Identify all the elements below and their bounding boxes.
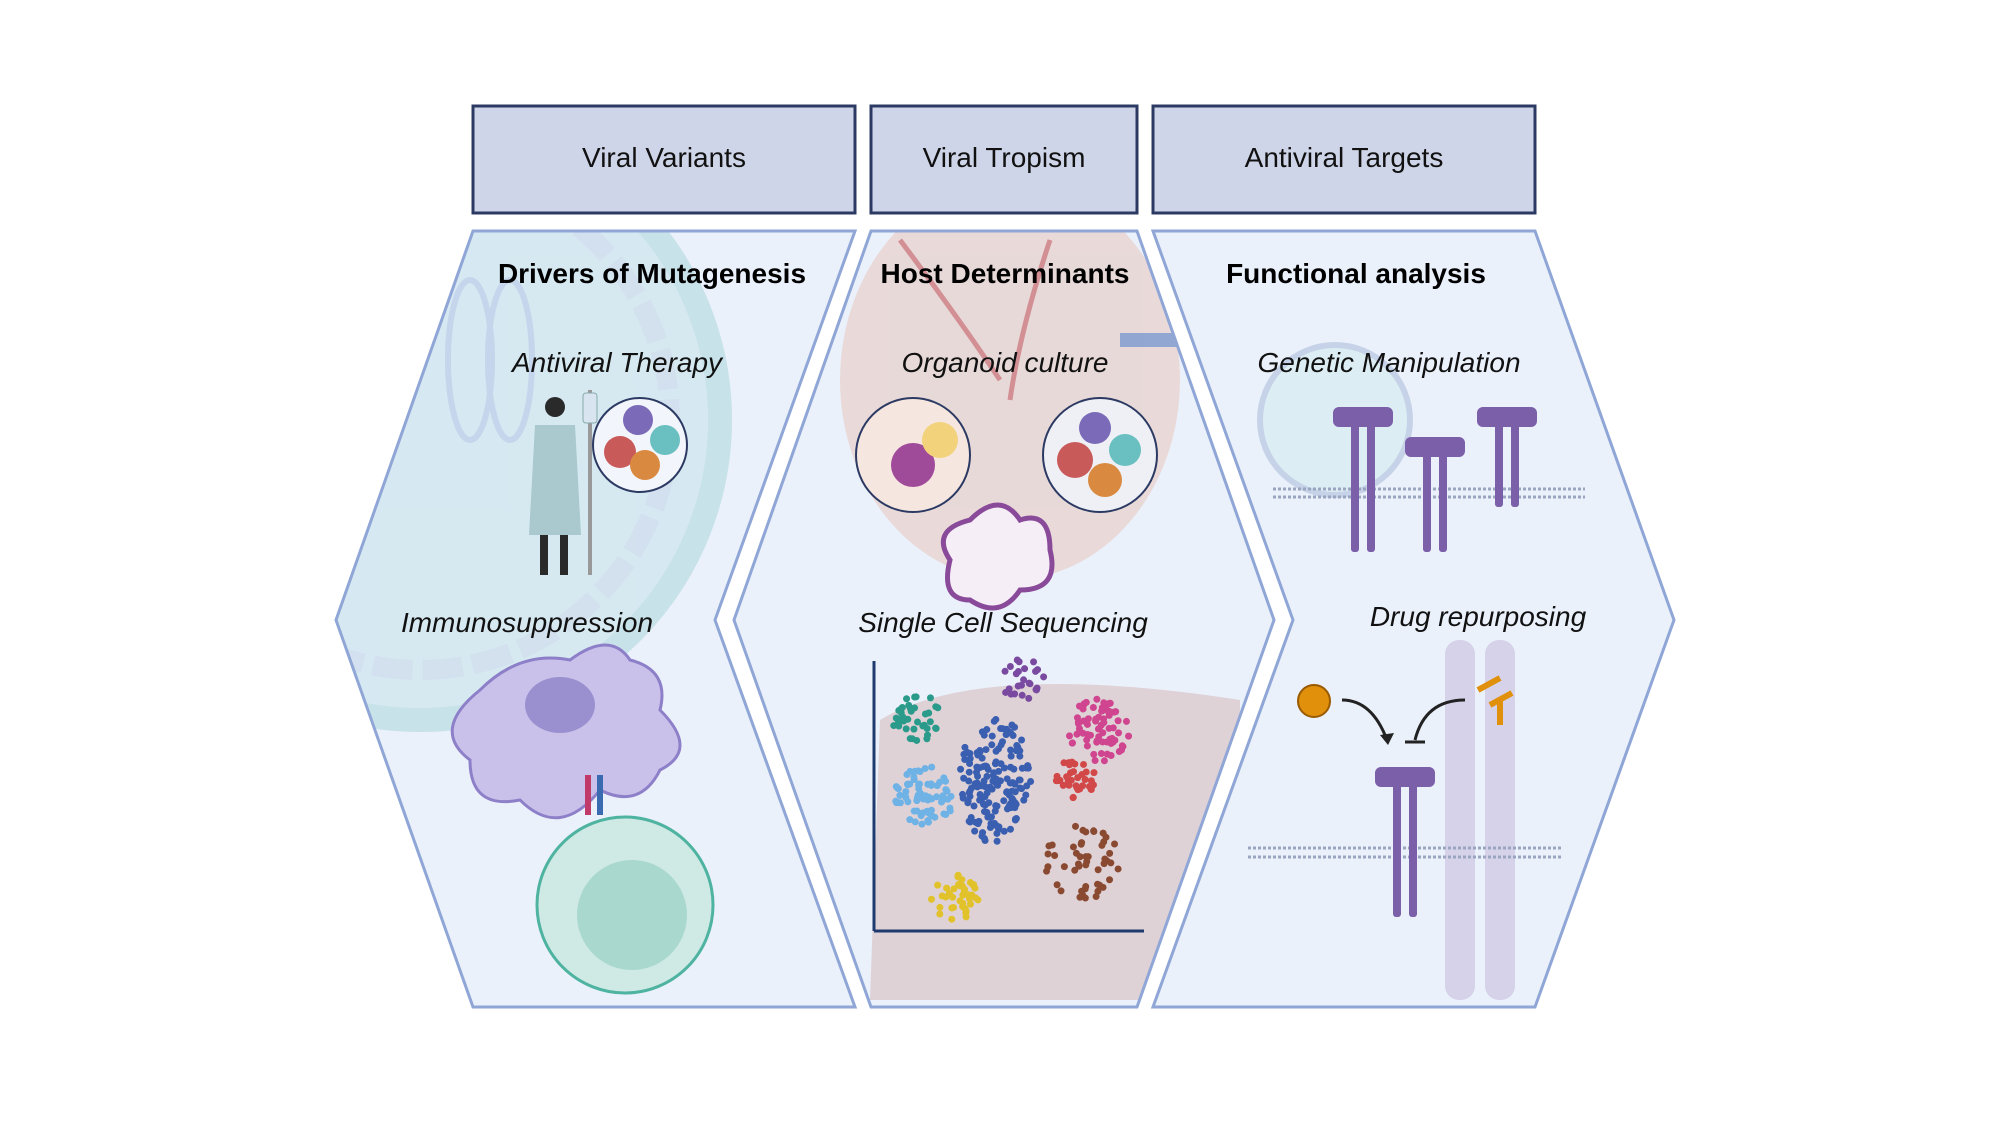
header-viral-tropism: Viral Tropism bbox=[869, 104, 1139, 215]
cell-cluster bbox=[892, 763, 955, 828]
cell-cluster bbox=[1052, 758, 1098, 802]
receptor-icon bbox=[1375, 767, 1435, 917]
drug-repurposing-illustration bbox=[1248, 640, 1562, 1000]
small-molecule-icon bbox=[1297, 684, 1331, 718]
receptor-icon bbox=[1405, 437, 1465, 552]
section-label: Single Cell Sequencing bbox=[858, 607, 1148, 638]
cell-cluster bbox=[957, 715, 1035, 845]
scatter-plot bbox=[872, 656, 1144, 933]
section-label: Organoid culture bbox=[901, 347, 1108, 378]
header-label: Antiviral Targets bbox=[1245, 142, 1444, 173]
membrane-receptors bbox=[1273, 407, 1585, 552]
receptor-icon bbox=[1477, 407, 1537, 507]
patient-iv-illustration bbox=[529, 390, 688, 575]
section-label: Genetic Manipulation bbox=[1257, 347, 1520, 378]
cell-cluster bbox=[927, 871, 982, 923]
panel-drivers-of-mutagenesis: Drivers of Mutagenesis Antiviral Therapy… bbox=[334, 229, 858, 1009]
header-viral-variants: Viral Variants bbox=[471, 104, 857, 215]
panel-title: Drivers of Mutagenesis bbox=[498, 258, 806, 289]
panel-functional-analysis: Functional analysis Genetic Manipulation… bbox=[1150, 229, 1676, 1009]
panel-title: Host Determinants bbox=[881, 258, 1130, 289]
section-label: Drug repurposing bbox=[1370, 601, 1587, 632]
panel-host-determinants: Host Determinants Organoid culture Singl… bbox=[732, 229, 1276, 1009]
header-label: Viral Tropism bbox=[923, 142, 1086, 173]
cell-cluster bbox=[1043, 822, 1122, 902]
section-label: Immunosuppression bbox=[401, 607, 653, 638]
receptor-icon bbox=[1333, 407, 1393, 552]
panel-title: Functional analysis bbox=[1226, 258, 1486, 289]
section-label: Antiviral Therapy bbox=[510, 347, 724, 378]
cell-cluster bbox=[1065, 695, 1133, 765]
dendritic-cell-illustration bbox=[450, 643, 682, 820]
header-label: Viral Variants bbox=[582, 142, 746, 173]
t-cell-illustration bbox=[535, 775, 715, 995]
cell-cluster bbox=[1001, 656, 1048, 702]
organoid-illustration bbox=[855, 397, 1158, 611]
antibody-icon bbox=[1476, 675, 1514, 725]
header-antiviral-targets: Antiviral Targets bbox=[1151, 104, 1537, 215]
cell-cluster bbox=[890, 693, 942, 744]
virus-inset-icon bbox=[592, 397, 688, 493]
